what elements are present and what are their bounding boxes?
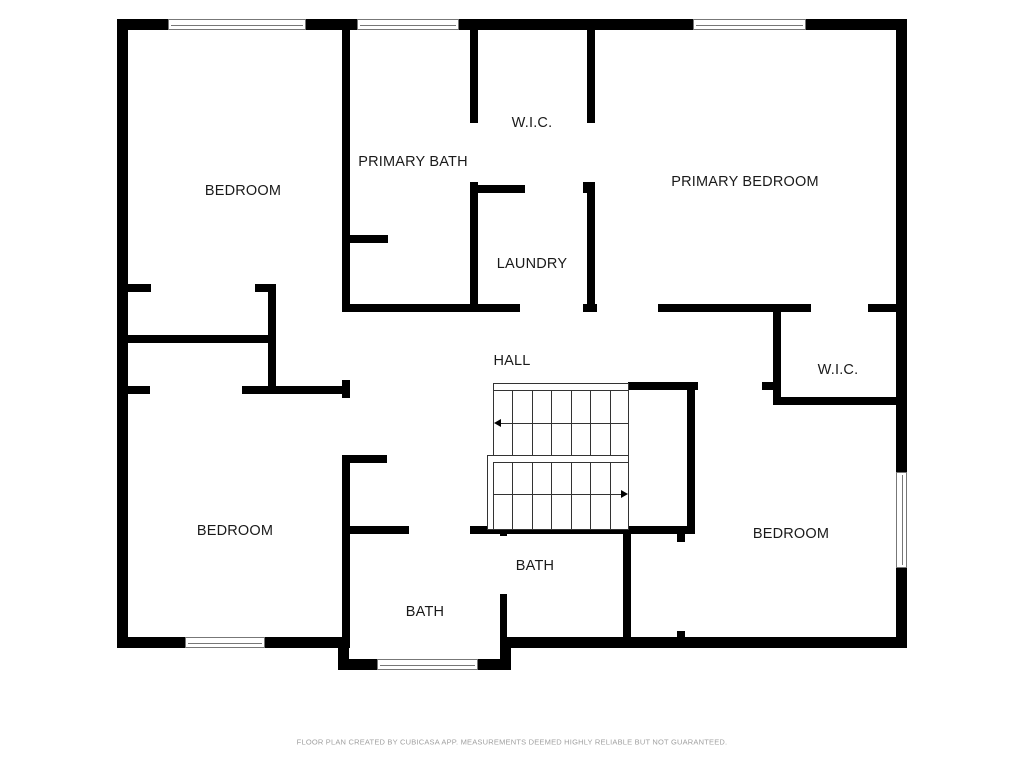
wall-bath-divider-top — [500, 526, 507, 536]
stair-tread — [532, 463, 533, 530]
stair-right-arrow-icon — [621, 490, 628, 498]
stair-landing-line — [493, 390, 629, 391]
wall-wic-primary-top — [587, 19, 595, 123]
wall-bath-bump-east — [500, 637, 511, 670]
stair-inner-edge — [493, 462, 629, 463]
wall-hall-south-right — [470, 526, 695, 534]
wall-closet-top-left — [117, 284, 151, 292]
staircase-lower-run — [487, 455, 629, 530]
room-label-hall: HALL — [493, 353, 531, 369]
wall-laundry-primary — [587, 182, 595, 311]
room-label-bedroom-nw: BEDROOM — [204, 183, 282, 199]
wall-bath-bump-west — [338, 637, 349, 670]
window-north-primary-bedroom — [693, 19, 806, 30]
wall-bath-closet — [623, 530, 631, 645]
wall-wic-east-west — [773, 304, 781, 404]
stair-tread — [590, 463, 591, 530]
wall-hall-west-stub — [342, 380, 350, 398]
wall-north — [117, 19, 907, 30]
wall-west — [117, 19, 128, 648]
wall-closet-bottom-right — [242, 386, 350, 394]
stair-tread — [551, 463, 552, 530]
wall-primarybath-stub — [342, 235, 388, 243]
wall-bedroom-se-west-bottom — [677, 631, 685, 645]
wall-primarybath-wic-bottom — [470, 182, 478, 311]
room-label-bath-lower: BATH — [405, 604, 445, 620]
wall-bath-divider-bottom — [500, 594, 507, 644]
wall-hall-north-1 — [342, 304, 520, 312]
wall-hall-west-lower — [342, 455, 350, 648]
room-label-bath-upper: BATH — [515, 558, 555, 574]
wall-south-east — [500, 637, 907, 648]
wall-closet-middle — [117, 335, 276, 343]
wall-wic-laundry — [470, 185, 525, 193]
stair-upper-walkline — [498, 423, 629, 424]
room-label-bedroom-se: BEDROOM — [752, 526, 830, 542]
wall-stair-east — [687, 382, 695, 534]
wall-wic-east-south — [773, 397, 907, 405]
wall-hall-west-stub2 — [342, 455, 387, 463]
wall-bedroom-se-north — [762, 382, 778, 390]
room-label-primary-bath: PRIMARY BATH — [358, 154, 468, 170]
stair-tread — [512, 463, 513, 530]
wall-hall-north-4 — [868, 304, 907, 312]
wall-bedroom-se-west-top — [677, 530, 685, 542]
window-south-bedroom — [185, 637, 265, 648]
stair-lower-walkline — [493, 494, 621, 495]
room-label-wic-primary: W.I.C. — [511, 115, 553, 131]
wall-closet-bottom-left — [117, 386, 150, 394]
wall-hall-north-3 — [658, 304, 811, 312]
staircase-upper-run — [493, 383, 629, 457]
room-label-primary-bedroom: PRIMARY BEDROOM — [671, 174, 819, 190]
wall-bedroom-primarybath — [342, 19, 350, 311]
wall-closet-top-right — [255, 284, 276, 292]
room-label-laundry: LAUNDRY — [496, 256, 568, 272]
wall-hall-north-2 — [583, 304, 597, 312]
room-label-bedroom-sw: BEDROOM — [196, 523, 274, 539]
window-north-primary-bath — [357, 19, 459, 30]
window-south-bath — [377, 659, 478, 670]
wall-laundry-corner — [583, 182, 595, 193]
stair-left-arrow-icon — [494, 419, 501, 427]
wall-stair-top — [628, 382, 698, 390]
window-north-bedroom — [168, 19, 306, 30]
wall-east — [896, 19, 907, 648]
window-east-bedroom — [896, 472, 907, 568]
stair-tread — [610, 463, 611, 530]
stair-inner-side — [493, 462, 494, 530]
room-label-wic-east: W.I.C. — [817, 362, 859, 378]
footer-disclaimer: FLOOR PLAN CREATED BY CUBICASA APP. MEAS… — [296, 737, 728, 747]
wall-hall-south-left — [342, 526, 409, 534]
wall-primarybath-wic-top — [470, 19, 478, 123]
stair-tread — [571, 463, 572, 530]
